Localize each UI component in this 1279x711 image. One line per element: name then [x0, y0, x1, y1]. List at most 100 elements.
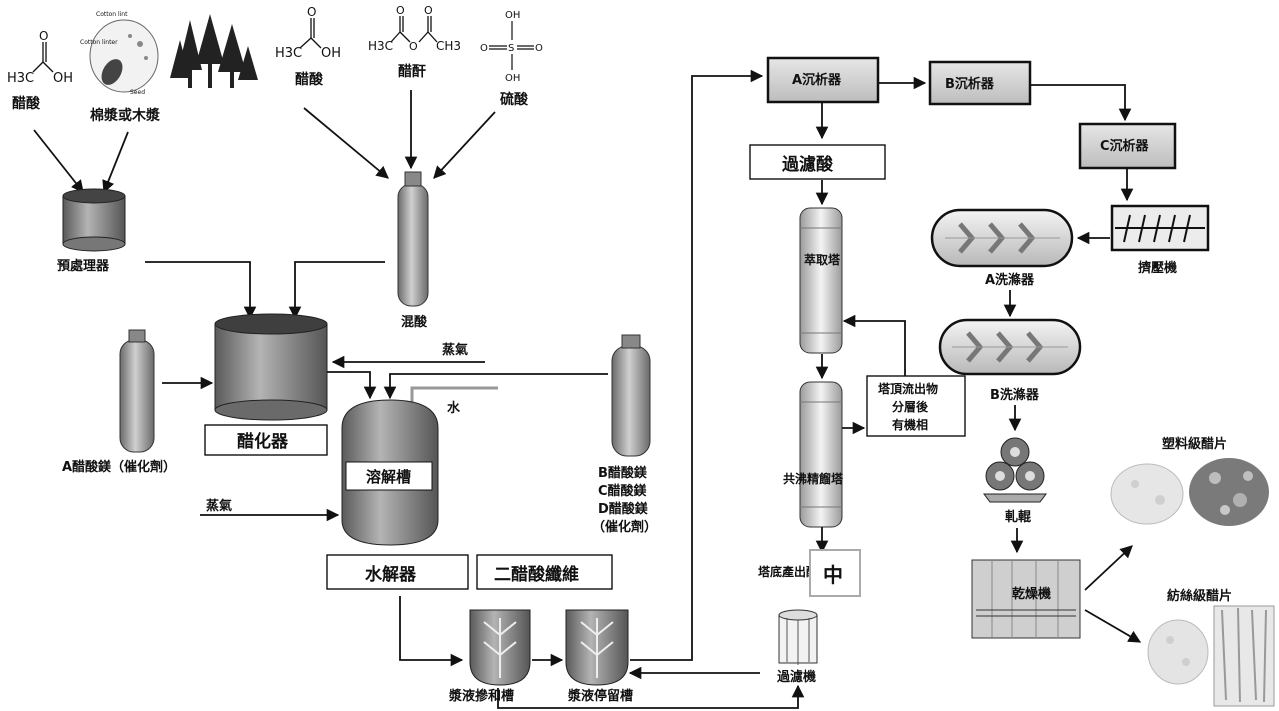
svg-text:有機相: 有機相: [892, 417, 928, 432]
water-label: 水: [447, 400, 461, 416]
plastic-flakes-label: 塑料級醋片: [1162, 436, 1227, 452]
acetic-anhydride-structure: H3C O O O CH3: [368, 4, 461, 53]
svg-text:H3C: H3C: [275, 46, 302, 61]
acetic-acid-label-mid: 醋酸: [295, 71, 324, 88]
hydrolyzer-box: [326, 554, 469, 590]
dissolver-label: 溶解槽: [366, 468, 411, 486]
svg-text:O: O: [424, 4, 433, 17]
overlay-badge: 中: [823, 563, 843, 587]
washer-a-label: A洗滌器: [985, 272, 1035, 288]
svg-text:OH: OH: [321, 46, 341, 61]
hydrolyzer-outflow: [399, 596, 464, 667]
catalyst-a-label: A醋酸鎂（催化劑）: [62, 459, 176, 475]
dryer-label: 乾燥機: [1012, 586, 1051, 602]
svg-text:（催化劑）: （催化劑）: [592, 519, 657, 535]
diacetate-label: 二醋酸纖維: [494, 564, 579, 585]
acetic-anhydride-label: 醋酐: [398, 63, 426, 80]
filtered-acid-label: 過濾酸: [782, 154, 834, 175]
textile-flakes-image: [1147, 605, 1275, 707]
azeotropic-tower-label: 共沸精餾塔: [783, 471, 844, 486]
svg-text:O: O: [307, 5, 316, 19]
textile-flakes-label: 紡絲級醋片: [1167, 588, 1232, 604]
cotton-pulp-illustration: Cotton lint Cotton linter Seed: [80, 11, 159, 96]
sulfuric-acid-structure: OH O S O OH: [480, 10, 543, 84]
pretreater-vessel: [62, 188, 126, 252]
catalyst-bcd-cylinder: [611, 334, 651, 457]
acetylator-tank: [214, 313, 328, 421]
dissolver-feed-lines: [327, 371, 608, 400]
water-line: [410, 386, 498, 402]
roller-machine: [983, 437, 1047, 503]
svg-text:分層後: 分層後: [892, 399, 929, 414]
washer-a: [930, 208, 1074, 268]
mixed-acid-cylinder: [397, 171, 429, 307]
filter-loop-lines: [497, 666, 805, 709]
precip-c-label: C沉析器: [1100, 138, 1150, 154]
svg-text:OH: OH: [505, 10, 520, 21]
washer-b: [938, 318, 1082, 376]
squeezer-label: 擠壓機: [1138, 260, 1177, 276]
hydrolyzer-label: 水解器: [365, 564, 417, 585]
precip-a-box: [766, 56, 880, 104]
acetylator-label: 醋化器: [237, 431, 289, 452]
extraction-tower: [799, 207, 843, 354]
acetic-acid-label-left: 醋酸: [12, 95, 41, 112]
acetylator-feed-lines: [145, 261, 385, 390]
slurry-holder-tank: [565, 609, 629, 686]
catalyst-a-cylinder: [119, 329, 155, 453]
acetylator-label-box: [204, 424, 328, 456]
pulp-tag: Seed: [130, 89, 145, 96]
trees-illustration: [170, 14, 258, 88]
svg-text:O: O: [39, 29, 48, 43]
overlay-badge-box: [809, 549, 861, 597]
filter-machine: [778, 609, 818, 665]
svg-text:B醋酸鎂: B醋酸鎂: [598, 465, 647, 481]
svg-text:C醋酸鎂: C醋酸鎂: [598, 483, 647, 499]
svg-text:OH: OH: [505, 73, 520, 84]
svg-text:OH: OH: [53, 71, 73, 86]
pulp-label: 棉漿或木漿: [90, 107, 161, 124]
steam-bottom-label: 蒸氣: [206, 498, 232, 514]
roller-label: 軋輥: [1005, 509, 1031, 525]
dissolver-label-box: [345, 461, 433, 491]
slurry-mixer-tank: [469, 609, 531, 686]
slurry-holder-label: 漿液停留槽: [567, 688, 633, 704]
slurry-mixer-label: 漿液摻和槽: [448, 688, 514, 704]
dryer-machine: [971, 559, 1081, 639]
svg-text:O: O: [480, 43, 488, 54]
svg-text:H3C: H3C: [368, 39, 393, 53]
input-arrows: [33, 90, 496, 194]
acetic-acid-structure-left: H3C O OH: [7, 29, 73, 86]
svg-text:O: O: [535, 43, 543, 54]
svg-text:S: S: [508, 43, 514, 54]
washer-b-label: B洗滌器: [990, 387, 1040, 403]
mixed-acid-label: 混酸: [401, 314, 428, 330]
steam-top-label: 蒸氣: [442, 342, 468, 358]
svg-text:O: O: [396, 4, 405, 17]
svg-text:D醋酸鎂: D醋酸鎂: [598, 501, 648, 517]
precip-b-box: [928, 60, 1032, 106]
precip-a-label: A沉析器: [792, 72, 842, 88]
plastic-flakes-image: [1110, 458, 1269, 526]
svg-text:塔頂流出物: 塔頂流出物: [878, 381, 938, 396]
precip-b-label: B沉析器: [945, 76, 995, 92]
overhead-note-text: 塔頂流出物 分層後 有機相: [878, 381, 938, 432]
pulp-tag: Cotton lint: [96, 11, 128, 18]
holder-to-precip-a: [630, 69, 764, 661]
extraction-tower-label: 萃取塔: [804, 252, 841, 267]
squeezer-machine: [1110, 204, 1210, 252]
sulfuric-acid-label: 硫酸: [500, 91, 529, 108]
svg-text:O: O: [409, 40, 418, 53]
b-to-c-arrow: [1030, 84, 1132, 122]
filter-label: 過濾機: [776, 669, 816, 685]
filtered-acid-box: [749, 144, 886, 180]
overhead-note-box: [866, 375, 966, 437]
azeotropic-tower: [799, 381, 843, 528]
pretreater-label: 預處理器: [57, 258, 110, 274]
acetic-acid-structure-mid: H3C O OH: [275, 5, 341, 61]
precip-c-box: [1078, 122, 1177, 170]
diacetate-box: [476, 554, 613, 590]
dryer-output-arrows: [1084, 545, 1142, 643]
svg-text:H3C: H3C: [7, 71, 34, 86]
